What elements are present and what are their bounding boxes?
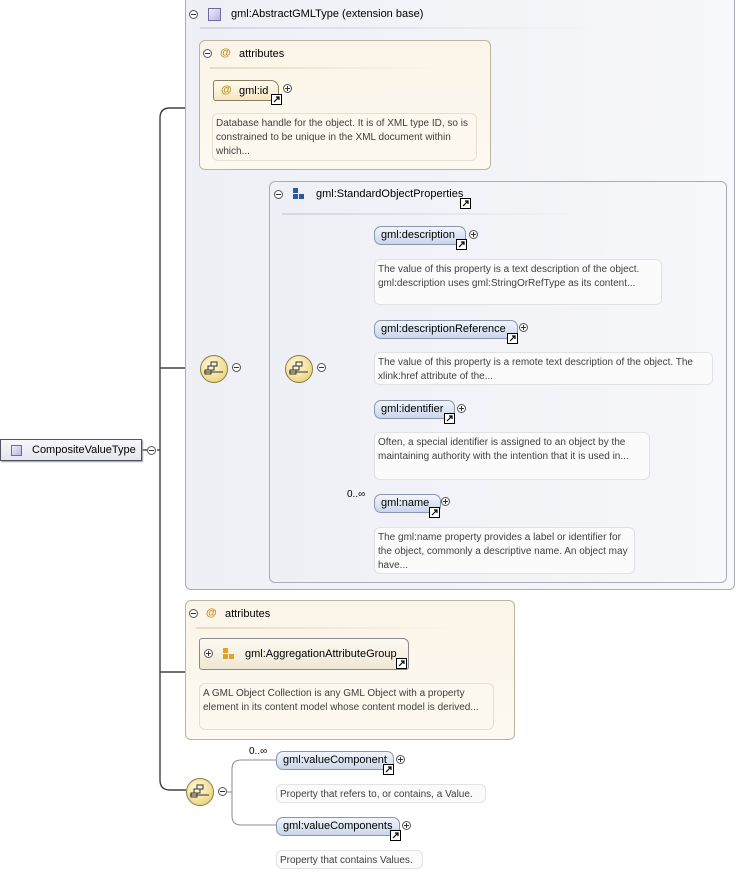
element-label: gml:name (381, 497, 430, 509)
reference-link-icon[interactable] (396, 658, 407, 669)
extension-base-toggle[interactable] (189, 10, 198, 19)
root-label: CompositeValueType (32, 444, 136, 456)
element-label: gml:identifier (381, 403, 444, 415)
expand-toggle[interactable] (457, 404, 466, 413)
attributes-bottom-title: attributes (225, 608, 271, 620)
title-rule (282, 213, 582, 215)
attributes-top-title: attributes (239, 48, 285, 60)
title-rule (210, 67, 440, 69)
multiplicity-label: 0..∞ (347, 489, 366, 500)
complex-type-icon (11, 445, 22, 456)
reference-link-icon[interactable] (507, 333, 518, 344)
element-doc: The value of this property is a remote t… (374, 352, 713, 385)
expand-toggle[interactable] (519, 323, 528, 332)
element-doc: Often, a special identifier is assigned … (374, 432, 650, 480)
sequence-compositor-icon[interactable] (186, 778, 214, 806)
element-label: gml:description (381, 229, 455, 241)
root-element[interactable]: CompositeValueType (0, 439, 142, 461)
standard-props-toggle[interactable] (274, 190, 283, 199)
expand-toggle[interactable] (396, 755, 405, 764)
attribute-gml-id[interactable]: @ gml:id (213, 80, 279, 101)
attributes-bottom-toggle[interactable] (189, 609, 198, 618)
attribute-group-gml-AggregationAttributeGroup[interactable]: gml:AggregationAttributeGroup (199, 638, 409, 670)
attribute-doc: Database handle for the object. It is of… (212, 113, 477, 161)
reference-link-icon[interactable] (271, 94, 282, 105)
element-label: gml:descriptionReference (381, 323, 506, 335)
attribute-icon: @ (206, 607, 217, 619)
element-gml-valueComponent[interactable]: gml:valueComponent (276, 751, 394, 770)
reference-link-icon[interactable] (429, 507, 440, 518)
element-label: gml:valueComponent (283, 754, 387, 766)
sequence-toggle[interactable] (232, 363, 241, 372)
title-rule (196, 627, 456, 629)
extension-base-title: gml:AbstractGMLType (extension base) (231, 8, 424, 20)
expand-toggle[interactable] (283, 84, 292, 93)
attribute-group-label: gml:AggregationAttributeGroup (245, 648, 397, 660)
element-gml-valueComponents[interactable]: gml:valueComponents (276, 817, 400, 836)
attribute-icon: @ (221, 84, 232, 96)
attribute-group-icon (223, 648, 235, 660)
attribute-group-doc: A GML Object Collection is any GML Objec… (199, 683, 494, 730)
expand-toggle[interactable] (469, 230, 478, 239)
element-doc: The value of this property is a text des… (374, 259, 662, 305)
expand-toggle[interactable] (402, 821, 411, 830)
attribute-icon: @ (220, 47, 231, 59)
element-doc: Property that refers to, or contains, a … (276, 784, 486, 803)
element-label: gml:valueComponents (283, 820, 393, 832)
element-gml-identifier[interactable]: gml:identifier (374, 400, 455, 419)
element-doc: The gml:name property provides a label o… (374, 527, 635, 574)
sequence-toggle[interactable] (218, 787, 227, 796)
reference-link-icon[interactable] (444, 413, 455, 424)
sequence-compositor-icon[interactable] (285, 355, 313, 383)
reference-link-icon[interactable] (390, 830, 401, 841)
title-rule (200, 27, 600, 29)
element-gml-descriptionReference[interactable]: gml:descriptionReference (374, 320, 518, 339)
group-icon (293, 188, 305, 200)
element-gml-name[interactable]: gml:name (374, 494, 441, 513)
complex-type-icon (208, 8, 221, 21)
reference-link-icon[interactable] (383, 764, 394, 775)
attributes-top-toggle[interactable] (203, 49, 212, 58)
expand-toggle[interactable] (204, 649, 213, 658)
element-doc: Property that contains Values. (276, 850, 423, 869)
reference-link-icon[interactable] (460, 198, 471, 209)
sequence-compositor-icon[interactable] (200, 355, 228, 383)
reference-link-icon[interactable] (456, 239, 467, 250)
attribute-label: gml:id (239, 85, 269, 97)
root-collapse-toggle[interactable] (147, 446, 156, 455)
sequence-toggle[interactable] (317, 363, 326, 372)
element-gml-description[interactable]: gml:description (374, 226, 466, 245)
multiplicity-label: 0..∞ (249, 746, 268, 757)
expand-toggle[interactable] (441, 497, 450, 506)
standard-props-title: gml:StandardObjectProperties (316, 188, 464, 200)
